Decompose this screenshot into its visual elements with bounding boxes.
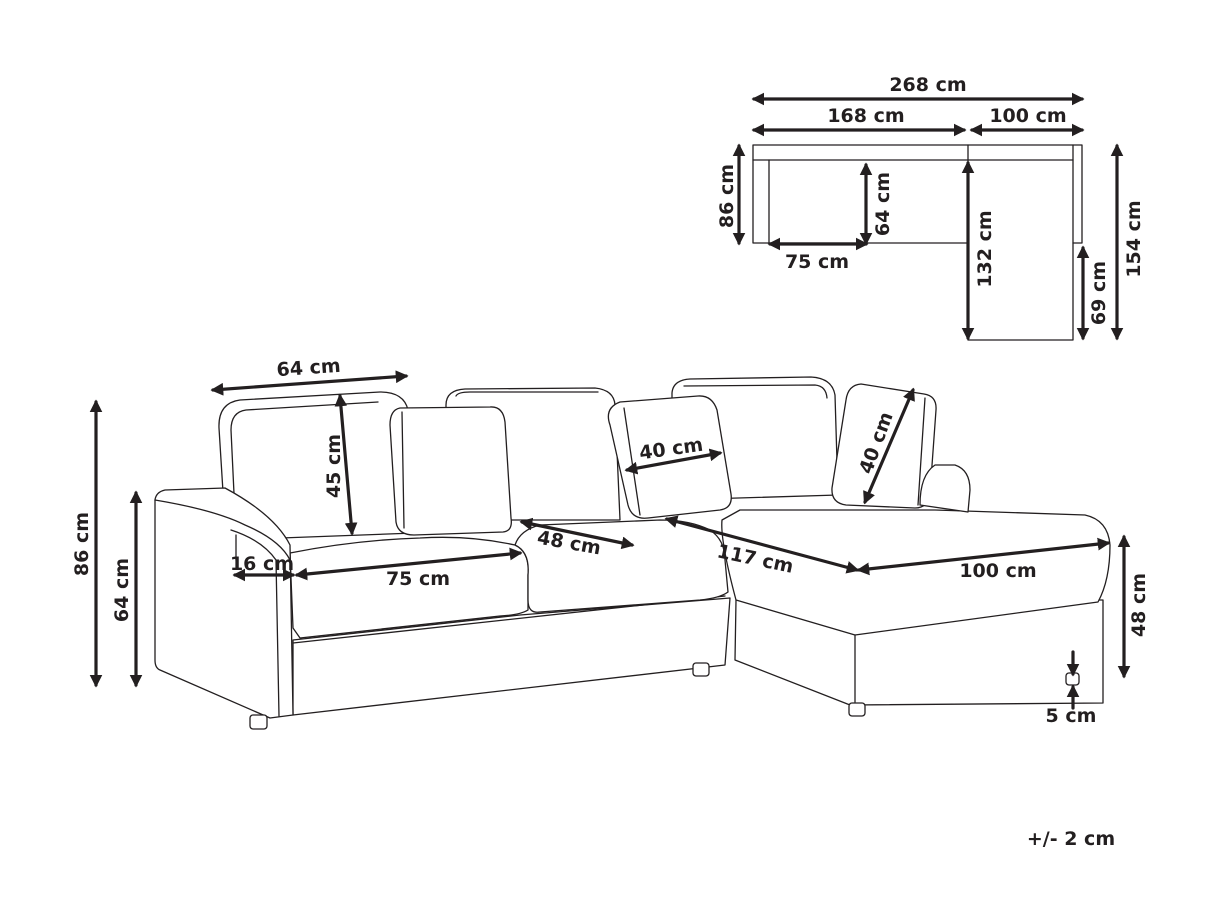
label-seat-height: 48 cm [1128, 573, 1150, 637]
label-back-cushion-height: 45 cm [323, 434, 345, 498]
label-top-chaise-width: 100 cm [989, 105, 1066, 127]
label-top-seat-width: 75 cm [785, 251, 849, 273]
label-tolerance: +/- 2 cm [1027, 828, 1115, 850]
label-arm-height: 64 cm [111, 558, 133, 622]
label-top-main-depth: 86 cm [716, 164, 738, 228]
label-top-main-width: 168 cm [827, 105, 904, 127]
label-seat-cushion-width: 75 cm [386, 568, 450, 590]
dimension-arrows [89, 92, 1131, 710]
pillow-1 [389, 406, 512, 536]
left-arm-front [154, 487, 294, 719]
leg-front-left [249, 714, 268, 730]
sofa-drawing [154, 376, 1111, 730]
label-top-chaise-length: 132 cm [974, 210, 996, 287]
label-total-height: 86 cm [71, 512, 93, 576]
label-top-total-width: 268 cm [889, 74, 966, 96]
label-leg-height: 5 cm [1046, 705, 1097, 727]
label-top-total-depth: 154 cm [1123, 200, 1145, 277]
label-top-seat-depth: 64 cm [872, 172, 894, 236]
label-back-cushion-width: 64 cm [276, 355, 342, 381]
label-arm-width: 16 cm [230, 553, 294, 575]
label-chaise-seat-width: 100 cm [959, 560, 1036, 582]
leg-front-right [848, 702, 866, 717]
chaise-back-roll [919, 464, 971, 513]
leg-front-middle [692, 662, 710, 677]
label-top-chaise-inner: 69 cm [1088, 261, 1110, 325]
